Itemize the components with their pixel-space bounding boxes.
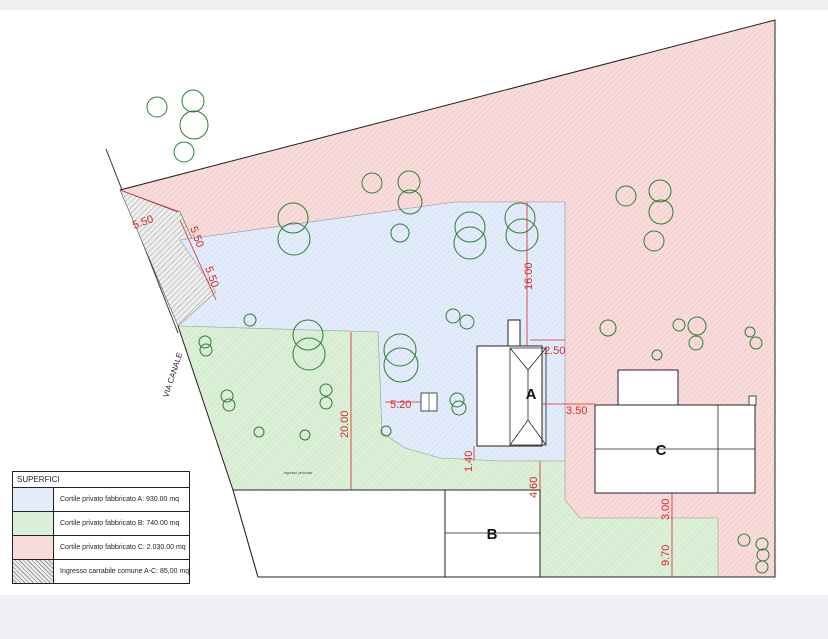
tree-icon — [146, 96, 168, 118]
legend-label-c: Cortile privato fabbricato C: 2.030.00 m… — [60, 544, 186, 551]
tree-icon — [672, 318, 686, 332]
tree-icon — [397, 189, 423, 215]
tree-icon — [651, 349, 663, 361]
tree-icon — [688, 335, 704, 351]
legend-swatch-c — [13, 536, 54, 559]
tree-icon — [505, 218, 539, 252]
tree-icon — [687, 316, 707, 336]
tree-icon — [292, 319, 324, 351]
tree-icon — [319, 396, 333, 410]
building-b: B — [444, 489, 541, 578]
legend-item-c: Cortile privato fabbricato C: 2.030.00 m… — [13, 536, 189, 560]
tree-icon — [737, 533, 751, 547]
building-b-label: B — [487, 526, 498, 543]
street-label: VIA CANALE — [161, 351, 184, 398]
tree-icon — [222, 398, 236, 412]
dim-9-70: 9.70 — [660, 545, 672, 566]
dim-20-00: 20.00 — [339, 410, 351, 438]
dim-3-50: 3.50 — [566, 405, 587, 417]
tree-icon — [361, 172, 383, 194]
legend-swatch-common — [13, 560, 54, 583]
tree-icon — [755, 560, 769, 574]
tree-icon — [277, 222, 311, 256]
tree-icon — [449, 392, 465, 408]
dim-5-20: 5.20 — [390, 399, 411, 411]
lower-parcel — [232, 489, 446, 578]
tree-icon — [380, 425, 392, 437]
tree-icon — [319, 383, 333, 397]
tree-icon — [179, 110, 209, 140]
tree-icon — [749, 336, 763, 350]
tree-icon — [451, 400, 467, 416]
tree-icon — [459, 314, 475, 330]
tree-icon — [648, 179, 672, 203]
tree-icon — [253, 426, 265, 438]
site-plan: A B C — [105, 19, 776, 578]
tree-icon — [383, 347, 419, 383]
tree-icon — [599, 319, 617, 337]
legend-swatch-b — [13, 512, 54, 535]
tree-icon — [648, 199, 674, 225]
tree-icon — [198, 335, 212, 349]
tree-icon — [299, 429, 311, 441]
dim-16-00: 16.00 — [523, 262, 535, 290]
building-c: C — [594, 369, 757, 494]
legend-item-b: Cortile privato fabbricato B: 740.00 mq — [13, 512, 189, 536]
tree-icon — [243, 313, 257, 327]
legend-item-common: Ingresso carrabile comune A-C: 85,00 mq — [13, 560, 189, 583]
tree-icon — [181, 89, 205, 113]
tree-icon — [292, 337, 326, 371]
legend-label-common: Ingresso carrabile comune A-C: 85,00 mq — [60, 568, 190, 575]
tree-icon — [615, 185, 637, 207]
tree-icon — [199, 343, 213, 357]
legend-label-a: Cortile privato fabbricato A: 930.00 mq — [60, 496, 180, 503]
tree-icon — [504, 202, 536, 234]
building-a: A — [476, 319, 547, 447]
building-c-label: C — [656, 442, 667, 459]
tree-icon — [744, 326, 756, 338]
tree-icon — [220, 389, 234, 403]
tree-icon — [643, 230, 665, 252]
legend-item-a: Cortile privato fabbricato A: 930.00 mq — [13, 488, 189, 512]
courtyard-note: Ingresso pedonale — [284, 471, 313, 475]
legend-swatch-a — [13, 488, 54, 511]
tree-icon — [445, 308, 461, 324]
dimension-lines — [119, 189, 673, 577]
tree-icon — [383, 333, 417, 367]
dim-3-00: 3.00 — [660, 499, 672, 520]
tree-icon — [454, 211, 486, 243]
plan-sheet: A B C — [0, 10, 828, 595]
dim-4-60: 4.60 — [528, 477, 540, 498]
dim-2-50: 2.50 — [544, 345, 565, 357]
tree-icon — [173, 141, 195, 163]
trees — [146, 89, 770, 574]
legend-label-b: Cortile privato fabbricato B: 740.00 mq — [60, 520, 180, 527]
tree-icon — [277, 202, 309, 234]
tree-icon — [755, 537, 769, 551]
legend-title: SUPERFICI — [13, 472, 189, 488]
building-a-label: A — [526, 386, 537, 403]
tree-icon — [397, 170, 421, 194]
legend: SUPERFICI Cortile privato fabbricato A: … — [12, 471, 190, 584]
tree-icon — [390, 223, 410, 243]
tree-icon — [453, 226, 487, 260]
dim-1-40: 1.40 — [463, 451, 475, 472]
